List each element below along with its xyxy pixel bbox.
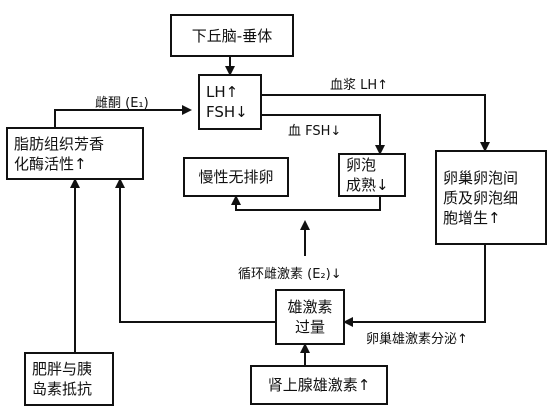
plasma-lh-label: 血浆 LH↑ — [330, 78, 389, 93]
adipose-aromatase-box: 脂肪组织芳香 化酶活性↑ — [6, 127, 144, 180]
ovary-line-1: 卵巢卵泡间 — [443, 168, 519, 187]
arrow-follicle-to-anovulation — [231, 195, 381, 211]
androgen-line-1: 雄激素 — [287, 298, 333, 316]
obesity-insulin-box: 肥胖与胰 岛素抵抗 — [24, 352, 114, 406]
anovulation-label: 慢性无排卵 — [198, 168, 274, 186]
chronic-anovulation-box: 慢性无排卵 — [183, 157, 289, 197]
androgen-line-2: 过量 — [294, 318, 325, 336]
ovary-line-3: 胞增生↑ — [443, 208, 501, 227]
lh-fsh-box: LH↑ FSH↓ — [198, 74, 262, 130]
hypothalamus-pituitary-box: 下丘脑-垂体 — [170, 14, 294, 57]
estrone-label: 雌酮 (E₁) — [95, 96, 149, 111]
adipose-line-1: 脂肪组织芳香 — [14, 134, 105, 153]
follicle-line-2: 成熟↓ — [346, 176, 389, 194]
ovarian-androgen-label: 卵巢雄激素分泌↑ — [366, 332, 468, 347]
obesity-line-1: 肥胖与胰 — [32, 360, 93, 378]
adipose-line-2: 化酶活性↑ — [14, 154, 87, 173]
obesity-line-2: 岛素抵抗 — [32, 380, 93, 398]
lh-label: LH↑ — [206, 83, 239, 101]
circulating-estrogen-label: 循环雌激素 (E₂)↓ — [238, 267, 342, 282]
fsh-label: FSH↓ — [206, 103, 248, 121]
adrenal-label: 肾上腺雄激素↑ — [267, 376, 371, 394]
adrenal-androgen-box: 肾上腺雄激素↑ — [250, 365, 388, 405]
arrow-adipose-to-lhfsh — [54, 105, 192, 127]
androgen-excess-box: 雄激素 过量 — [275, 289, 345, 345]
ovary-line-2: 质及卵泡细 — [443, 188, 519, 207]
ovarian-stroma-box: 卵巢卵泡间 质及卵泡细 胞增生↑ — [435, 150, 547, 245]
arrow-fsh-to-follicle — [262, 114, 385, 155]
arrow-androgen-to-adipose — [115, 178, 275, 323]
follicle-line-1: 卵泡 — [346, 156, 377, 174]
follicle-maturation-box: 卵泡 成熟↓ — [338, 153, 406, 197]
hypothalamus-label: 下丘脑-垂体 — [191, 26, 273, 45]
arrow-lh-to-ovary — [262, 94, 490, 152]
arrow-ovary-to-androgen — [343, 245, 486, 327]
blood-fsh-label: 血 FSH↓ — [288, 124, 342, 139]
